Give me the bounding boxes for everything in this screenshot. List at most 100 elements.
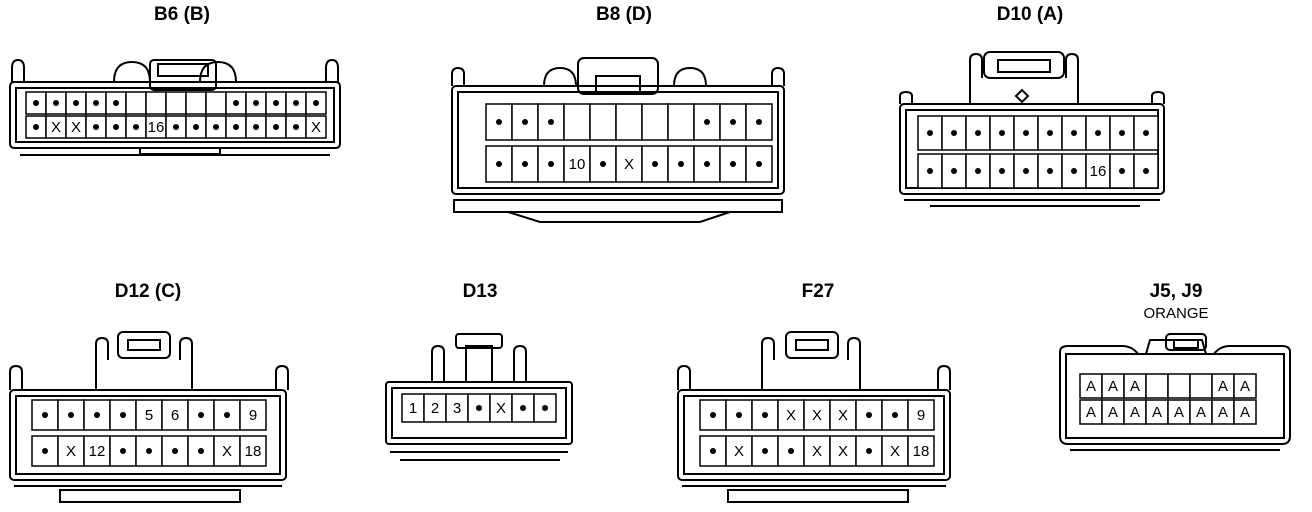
pin-dot-icon — [892, 412, 898, 418]
terminal-d10-r2-c1 — [917, 153, 943, 189]
pin-dot-icon — [788, 448, 794, 454]
terminal-j5-r2-c2: A — [1101, 399, 1125, 425]
pin-dot-icon — [1143, 168, 1149, 174]
terminal-label: A — [1174, 404, 1184, 421]
pin-dot-icon — [172, 448, 178, 454]
terminal-label: X — [624, 156, 634, 173]
terminal-d10-r2-c3 — [965, 153, 991, 189]
title-b6: B6 (B) — [154, 4, 210, 25]
terminal-b8-r2-c11 — [745, 145, 773, 183]
terminal-j5-r1-c2: A — [1101, 373, 1125, 399]
terminal-label: X — [812, 407, 822, 424]
terminal-label: X — [66, 443, 76, 460]
pin-dot-icon — [173, 124, 179, 130]
terminal-f27-r1-c9: 9 — [907, 399, 935, 431]
pin-dot-icon — [253, 124, 259, 130]
terminal-d12-r2-c7 — [187, 435, 215, 467]
terminal-label: A — [1108, 378, 1118, 395]
terminal-j5-r2-c6: A — [1189, 399, 1213, 425]
terminal-d12-r1-c7 — [187, 399, 215, 431]
pin-dot-icon — [548, 119, 554, 125]
pin-dot-icon — [730, 119, 736, 125]
pin-dot-icon — [93, 100, 99, 106]
terminal-j5-r2-c7: A — [1211, 399, 1235, 425]
pin-dot-icon — [866, 448, 872, 454]
terminal-d10-r1-c3 — [965, 115, 991, 151]
terminal-f27-r1-c2 — [725, 399, 753, 431]
pin-dot-icon — [756, 119, 762, 125]
terminal-d13-r1-c7 — [533, 393, 557, 423]
pin-dot-icon — [68, 412, 74, 418]
terminal-d12-r2-c2: X — [57, 435, 85, 467]
pin-dot-icon — [1095, 130, 1101, 136]
terminal-j5-r1-c3: A — [1123, 373, 1147, 399]
terminal-f27-r2-c3 — [751, 435, 779, 467]
pin-dot-icon — [146, 448, 152, 454]
terminal-f27-r2-c8: X — [881, 435, 909, 467]
pin-dot-icon — [762, 448, 768, 454]
pin-dot-icon — [999, 130, 1005, 136]
pin-dot-icon — [33, 100, 39, 106]
pin-dot-icon — [542, 405, 548, 411]
terminal-j5-r1-c4 — [1145, 373, 1169, 399]
title-j5-j9: J5, J9 — [1149, 281, 1203, 302]
pin-dot-icon — [113, 124, 119, 130]
terminal-label: 12 — [89, 443, 106, 460]
terminal-label: 18 — [245, 443, 262, 460]
terminal-f27-r1-c1 — [699, 399, 727, 431]
terminal-b8-r1-c9 — [693, 103, 721, 141]
terminal-b8-r1-c11 — [745, 103, 773, 141]
terminal-j5-r1-c5 — [1167, 373, 1191, 399]
pin-dot-icon — [1047, 130, 1053, 136]
pin-dot-icon — [975, 168, 981, 174]
terminal-b6-r1-c14 — [285, 91, 307, 115]
pin-dot-icon — [120, 412, 126, 418]
title-d10: D10 (A) — [996, 4, 1064, 25]
terminal-b8-r2-c2 — [511, 145, 539, 183]
terminal-j5-r2-c5: A — [1167, 399, 1191, 425]
terminal-label: X — [838, 443, 848, 460]
pin-dot-icon — [951, 168, 957, 174]
terminal-d12-r2-c4 — [109, 435, 137, 467]
terminal-f27-r1-c5: X — [803, 399, 831, 431]
terminal-j5-r1-c7: A — [1211, 373, 1235, 399]
terminal-d10-r2-c6 — [1037, 153, 1063, 189]
pin-dot-icon — [704, 161, 710, 167]
pin-dot-icon — [975, 130, 981, 136]
terminal-label: X — [838, 407, 848, 424]
terminal-d10-r2-c5 — [1013, 153, 1039, 189]
pin-dot-icon — [1071, 130, 1077, 136]
terminal-label: X — [496, 400, 506, 417]
terminal-b8-r1-c2 — [511, 103, 539, 141]
pin-dot-icon — [198, 448, 204, 454]
pin-dot-icon — [730, 161, 736, 167]
pin-dot-icon — [133, 124, 139, 130]
pin-dot-icon — [999, 168, 1005, 174]
terminal-j5-r1-c1: A — [1079, 373, 1103, 399]
pin-dot-icon — [313, 100, 319, 106]
pin-dot-icon — [53, 100, 59, 106]
pin-dot-icon — [496, 119, 502, 125]
pin-dot-icon — [678, 161, 684, 167]
pin-dot-icon — [600, 161, 606, 167]
terminal-label: A — [1086, 404, 1096, 421]
title-f27: F27 — [801, 281, 835, 302]
title-d12: D12 (C) — [114, 281, 182, 302]
terminal-d10-r1-c7 — [1061, 115, 1087, 151]
pin-dot-icon — [113, 100, 119, 106]
pin-dot-icon — [73, 100, 79, 106]
terminal-f27-r2-c7 — [855, 435, 883, 467]
terminal-d10-r2-c10 — [1133, 153, 1159, 189]
terminal-label: 9 — [917, 407, 925, 424]
terminal-label: 2 — [431, 400, 439, 417]
terminal-d10-r1-c6 — [1037, 115, 1063, 151]
terminal-b8-r2-c4: 10 — [563, 145, 591, 183]
terminal-b8-r2-c10 — [719, 145, 747, 183]
pin-dot-icon — [704, 119, 710, 125]
terminal-d12-r2-c9: 18 — [239, 435, 267, 467]
pin-dot-icon — [33, 124, 39, 130]
